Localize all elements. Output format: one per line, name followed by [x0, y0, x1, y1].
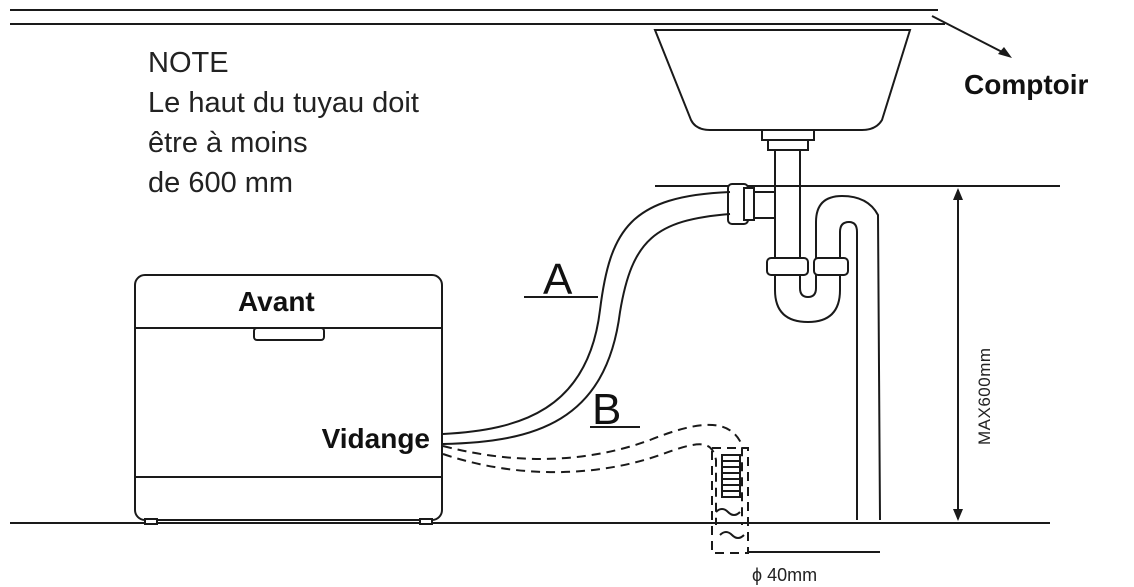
sink-basin — [653, 29, 912, 151]
note-line-2: être à moins — [148, 127, 308, 159]
note-line-3: de 600 mm — [148, 167, 293, 199]
front-label: Avant — [238, 286, 315, 317]
countertop-label: Comptoir — [964, 69, 1089, 100]
dishwasher: Avant Vidange — [134, 274, 443, 525]
drain-hose-a: A — [442, 191, 731, 445]
note-title: NOTE — [148, 47, 229, 79]
note-block: NOTE Le haut du tuyau doit être à moins … — [148, 47, 419, 199]
dishwasher-handle — [253, 327, 325, 341]
p-trap-pipe — [727, 150, 881, 521]
note-line-1: Le haut du tuyau doit — [148, 87, 419, 119]
max-height-dimension: MAX600mm — [953, 188, 994, 521]
drain-hose-b: B ϕ 40mm — [442, 385, 880, 585]
diameter-label: ϕ 40mm — [752, 565, 817, 585]
countertop — [10, 9, 1012, 58]
hose-a-label: A — [543, 255, 573, 304]
max-height-label: MAX600mm — [975, 347, 994, 445]
drain-grating — [721, 454, 741, 498]
hose-b-label: B — [592, 385, 621, 434]
drain-label: Vidange — [322, 423, 430, 454]
